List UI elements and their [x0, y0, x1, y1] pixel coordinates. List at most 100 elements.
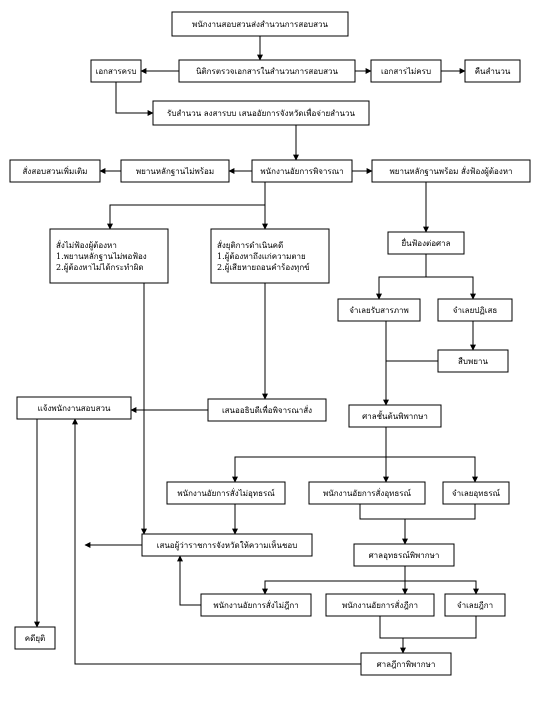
process-box-label: พนักงานอัยการสั่งฎีกา — [342, 599, 418, 610]
process-box-label: ศาลฎีกาพิพากษา — [377, 660, 436, 669]
process-box-label: สั่งยุติการดำเนินคดี — [217, 239, 283, 250]
process-box-frame — [444, 593, 506, 617]
process-box-frame — [171, 11, 349, 37]
connector-n27-n29 — [403, 616, 477, 639]
process-box-n4: เอกสารไม่ครบ — [370, 59, 442, 83]
process-box-label: จำเลยรับสารภาพ — [349, 306, 409, 315]
process-box-label: พนักงานสอบสวนส่งสำนวนการสอบสวน — [192, 20, 328, 29]
process-box-label: 2.ผู้ต้องหาไม่ได้กระทำผิด — [56, 263, 144, 273]
process-box-label: คืนสำนวน — [475, 67, 511, 76]
process-box-label: เสนอผู้ว่าราชการจังหวัดให้ความเห็นชอบ — [157, 540, 298, 551]
process-box-frame — [16, 396, 132, 420]
process-box-n11: สั่งไม่ฟ้องผู้ต้องหา1.พยานหลักฐานไม่พอฟ้… — [49, 228, 169, 284]
process-box-n21: พนักงานอัยการสั่งอุทธรณ์ — [308, 481, 426, 505]
process-box-frame — [166, 481, 286, 505]
process-box-n25: พนักงานอัยการสั่งไม่ฎีกา — [200, 593, 312, 617]
process-box-frame — [141, 533, 313, 557]
process-box-label: จำเลยฎีกา — [457, 601, 493, 610]
process-box-label: พนักงานอัยการสั่งไม่อุทธรณ์ — [177, 487, 275, 498]
connector-n21-n24 — [359, 504, 408, 545]
process-box-n15: จำเลยปฏิเสธ — [437, 298, 513, 322]
process-box-n29: ศาลฎีกาพิพากษา — [360, 652, 452, 676]
process-box-n23: เสนอผู้ว่าราชการจังหวัดให้ความเห็นชอบ — [141, 533, 313, 557]
process-box-frame — [370, 59, 442, 83]
process-box-frame — [178, 59, 356, 83]
process-box-frame — [360, 652, 452, 676]
process-box-label: เอกสารครบ — [96, 67, 137, 76]
connector-n19-n22 — [386, 456, 478, 483]
process-box-n16: สืบพยาน — [437, 349, 509, 373]
process-box-label: ยื่นฟ้องต่อศาล — [401, 237, 450, 248]
process-boxes: พนักงานสอบสวนส่งสำนวนการสอบสวนนิติกรตรวจ… — [9, 11, 531, 676]
connector-n29-n17 — [72, 418, 361, 665]
process-box-label: เอกสารไม่ครบ — [381, 67, 431, 76]
process-box-n27: จำเลยฎีกา — [444, 593, 506, 617]
process-box-label: จำเลยอุทธรณ์ — [452, 488, 501, 498]
process-box-label: เสนออธิบดีเพื่อพิจารณาสั่ง — [222, 404, 312, 415]
process-box-n13: ยื่นฟ้องต่อศาล — [387, 231, 465, 255]
process-box-frame — [9, 159, 101, 183]
connectors — [34, 36, 479, 665]
process-box-frame — [90, 59, 142, 83]
process-box-n1: พนักงานสอบสวนส่งสำนวนการสอบสวน — [171, 11, 349, 37]
process-box-n17: แจ้งพนักงานสอบสวน — [16, 396, 132, 420]
process-box-frame — [251, 159, 353, 183]
process-box-n10: พยานหลักฐานพร้อม สั่งฟ้องผู้ต้องหา — [371, 159, 531, 183]
process-box-n2: นิติกรตรวจเอกสารในสำนวนการสอบสวน — [178, 59, 356, 83]
process-box-frame — [210, 228, 330, 284]
process-box-label: นิติกรตรวจเอกสารในสำนวนการสอบสวน — [196, 67, 338, 76]
connector-n19-branch — [232, 427, 387, 483]
process-box-frame — [442, 481, 510, 505]
connector-n25-n23 — [177, 555, 201, 606]
process-box-label: 1.ผู้ต้องหาถึงแก่ความตาย — [217, 252, 306, 262]
process-box-frame — [14, 626, 56, 650]
process-box-label: ศาลชั้นต้นพิพากษา — [362, 410, 428, 421]
connector-n13-n14 — [376, 254, 427, 300]
process-box-label: ศาลอุทธรณ์พิพากษา — [369, 550, 440, 560]
process-box-frame — [387, 231, 465, 255]
process-box-label: สั่งสอบสวนเพิ่มเติม — [23, 165, 88, 176]
process-box-n12: สั่งยุติการดำเนินคดี 1.ผู้ต้องหาถึงแก่ควา… — [210, 228, 330, 284]
process-box-n22: จำเลยอุทธรณ์ — [442, 481, 510, 505]
process-box-frame — [464, 59, 521, 83]
process-box-label: รับสำนวน ลงสารบบ เสนออัยการจังหวัดเพื่อจ… — [167, 107, 355, 118]
process-box-label: คดียุติ — [25, 634, 45, 643]
process-box-label: พนักงานอัยการสั่งอุทธรณ์ — [323, 487, 412, 498]
connector-n3-n6 — [115, 82, 154, 116]
process-box-frame — [325, 593, 435, 617]
process-box-frame — [152, 100, 370, 126]
process-box-frame — [120, 159, 230, 183]
process-box-label: สั่งไม่ฟ้องผู้ต้องหา — [56, 239, 117, 251]
connector-n9-branch — [107, 182, 266, 230]
process-box-frame — [200, 593, 312, 617]
process-box-n14: จำเลยรับสารภาพ — [337, 298, 421, 322]
process-box-n28: คดียุติ — [14, 626, 56, 650]
process-box-label: สืบพยาน — [458, 357, 489, 366]
process-box-frame — [437, 349, 509, 373]
process-box-n26: พนักงานอัยการสั่งฎีกา — [325, 593, 435, 617]
connector-n24-branch — [262, 566, 406, 595]
process-box-frame — [308, 481, 426, 505]
process-box-n8: พยานหลักฐานไม่พร้อม — [120, 159, 230, 183]
process-box-n20: พนักงานอัยการสั่งไม่อุทธรณ์ — [166, 481, 286, 505]
process-box-frame — [353, 543, 455, 567]
process-box-n24: ศาลอุทธรณ์พิพากษา — [353, 543, 455, 567]
process-box-frame — [207, 398, 327, 422]
connector-n24-n27 — [405, 580, 479, 595]
process-box-n18: เสนออธิบดีเพื่อพิจารณาสั่ง — [207, 398, 327, 422]
process-box-frame — [348, 404, 442, 428]
connector-n22-n24 — [405, 504, 476, 520]
connector-n26-n29 — [379, 616, 406, 654]
process-box-label: พนักงานอัยการสั่งไม่ฎีกา — [213, 599, 298, 610]
process-box-n6: รับสำนวน ลงสารบบ เสนออัยการจังหวัดเพื่อจ… — [152, 100, 370, 126]
process-box-n3: เอกสารครบ — [90, 59, 142, 83]
process-box-label: 2.ผู้เสียหายถอนคำร้องทุกข์ — [217, 262, 310, 273]
process-box-frame — [49, 228, 169, 284]
process-box-frame — [337, 298, 421, 322]
process-box-n9: พนักงานอัยการพิจารณา — [251, 159, 353, 183]
process-box-label: แจ้งพนักงานสอบสวน — [38, 404, 111, 413]
connector-n13-n15 — [426, 276, 476, 300]
process-box-label: จำเลยปฏิเสธ — [453, 306, 498, 315]
process-box-frame — [437, 298, 513, 322]
